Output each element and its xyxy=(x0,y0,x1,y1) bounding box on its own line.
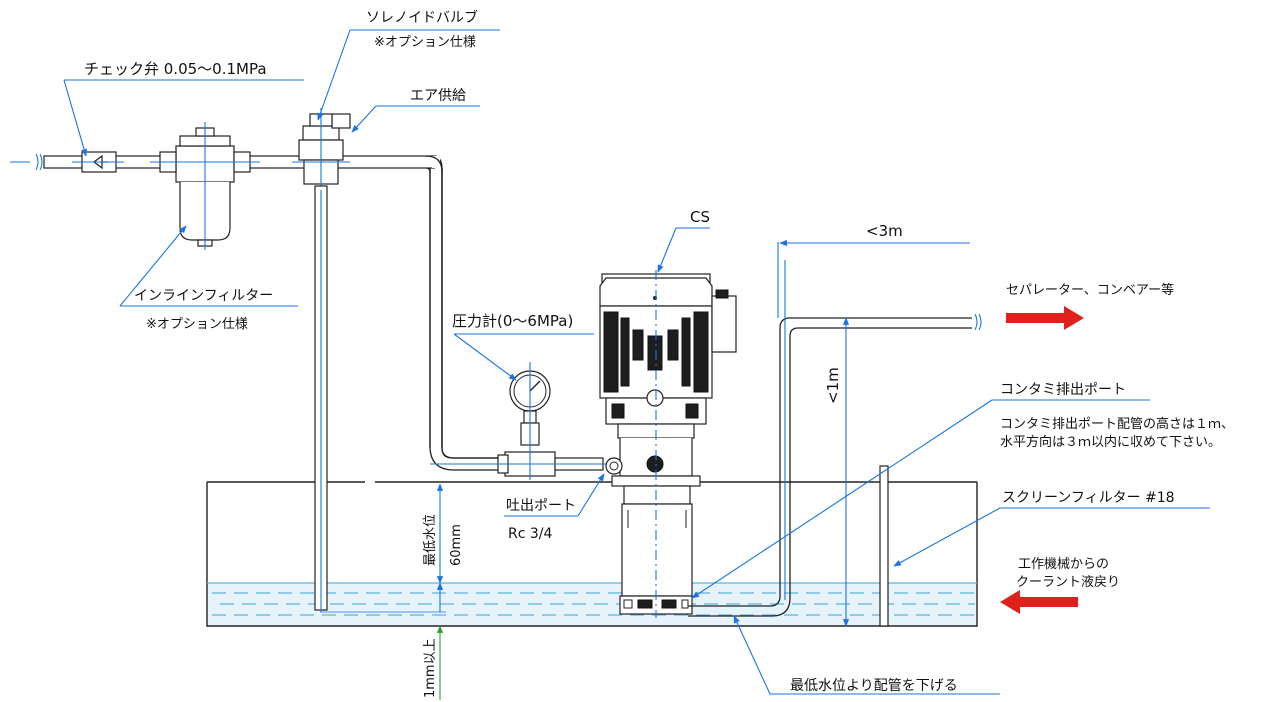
mm60-label: 60mm xyxy=(449,524,464,566)
cs-label: CS xyxy=(690,208,710,226)
solenoid-valve xyxy=(292,108,351,190)
motor-fins xyxy=(603,311,709,393)
discharge-port-label: 吐出ポート xyxy=(506,498,576,514)
check-valve xyxy=(72,151,124,173)
contami-drain-pipe xyxy=(688,260,982,617)
contami-port-label: コンタミ排出ポート xyxy=(1000,382,1126,398)
leader-lines xyxy=(63,29,1210,695)
separator-label: セパレーター、コンベアー等 xyxy=(1006,282,1174,298)
rc-label: Rc 3/4 xyxy=(508,526,552,542)
suction-strainer xyxy=(623,599,689,609)
air-supply-label: エア供給 xyxy=(410,88,466,104)
contami-note-2: 水平方向は３ｍ以内に収めて下さい。 xyxy=(1000,434,1221,450)
check-valve-label: チェック弁 0.05～0.1MPa xyxy=(84,60,267,78)
solenoid-option-label: ※オプション仕様 xyxy=(374,35,476,50)
pressure-gauge-assembly xyxy=(430,362,612,480)
screen-filter-label: スクリーンフィルター #18 xyxy=(1002,490,1175,506)
inflow-arrow xyxy=(1000,590,1078,614)
screen-filter-plate xyxy=(879,465,889,627)
coolant-return-1: 工作機械からの xyxy=(1018,557,1109,572)
inline-filter xyxy=(150,122,260,250)
coolant-pump xyxy=(599,270,737,618)
inline-option-label: ※オプション仕様 xyxy=(146,317,248,332)
pressure-gauge-label: 圧力計(0～6MPa) xyxy=(452,312,573,330)
mm1-label: 1mm以上 xyxy=(423,638,438,698)
pipe-below-label: 最低水位より配管を下げる xyxy=(790,678,958,694)
left-piping xyxy=(10,108,505,612)
height-1m-label: <1m xyxy=(824,367,842,404)
inline-filter-label: インラインフィルター xyxy=(134,288,273,304)
outflow-arrow xyxy=(1006,306,1084,330)
dimension-3m xyxy=(777,239,970,318)
coolant-return-2: クーラント液戻り xyxy=(1016,575,1120,590)
dimension-1mm xyxy=(320,611,446,700)
dist-3m-label: <3m xyxy=(866,222,903,240)
min-water-level-label: 最低水位 xyxy=(423,514,438,566)
contami-note-1: コンタミ排出ポート配管の高さは１ｍ、 xyxy=(1000,416,1234,432)
solenoid-valve-label: ソレノイドバルブ xyxy=(366,9,478,26)
